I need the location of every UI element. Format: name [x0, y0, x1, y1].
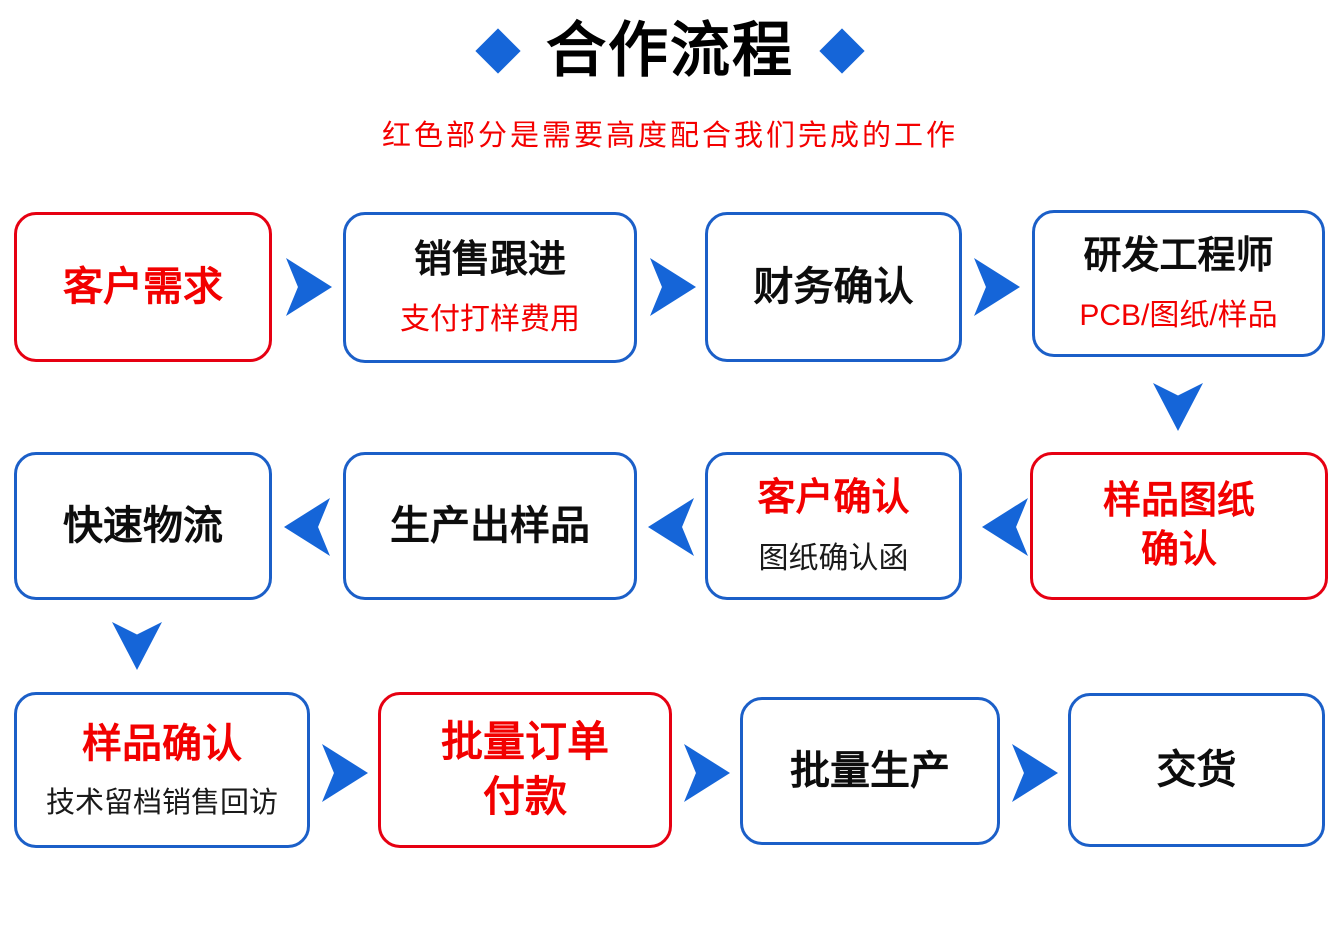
arrow-left-icon — [284, 498, 330, 556]
page-title: 合作流程 — [546, 17, 794, 84]
node-title: 研发工程师 — [1083, 234, 1274, 277]
node-title: 财务确认 — [753, 265, 914, 309]
node-title: 销售跟进 — [413, 238, 566, 281]
arrow-left-icon — [648, 498, 694, 556]
node-title: 批量生产 — [790, 749, 950, 793]
node-fast-logistics: 快速物流 — [14, 452, 272, 600]
node-subtitle: 图纸确认函 — [758, 541, 909, 575]
arrow-down-icon — [112, 622, 162, 670]
arrow-right-icon — [650, 258, 696, 316]
node-sales-follow: 销售跟进 支付打样费用 — [343, 212, 637, 363]
arrow-right-icon — [286, 258, 332, 316]
node-bulk-production: 批量生产 — [740, 697, 1000, 845]
arrow-left-icon — [982, 498, 1028, 556]
node-title: 客户需求 — [63, 265, 223, 309]
header: 合作流程 红色部分是需要高度配合我们完成的工作 — [0, 12, 1340, 154]
arrow-right-icon — [974, 258, 1020, 316]
node-sample-confirm: 样品确认 技术留档销售回访 — [14, 692, 310, 848]
node-title: 快速物流 — [63, 504, 223, 548]
node-rd-engineer: 研发工程师 PCB/图纸/样品 — [1032, 210, 1325, 357]
node-title: 客户确认 — [757, 477, 910, 520]
node-delivery: 交货 — [1068, 693, 1325, 847]
title-row: 合作流程 — [0, 12, 1340, 90]
arrow-right-icon — [684, 744, 730, 802]
page-subtitle: 红色部分是需要高度配合我们完成的工作 — [381, 120, 958, 152]
node-subtitle: 技术留档销售回访 — [45, 787, 278, 819]
node-produce-sample: 生产出样品 — [343, 452, 637, 600]
node-customer-confirm: 客户确认 图纸确认函 — [705, 452, 962, 600]
diamond-icon — [475, 28, 521, 74]
node-bulk-order-payment: 批量订单 付款 — [378, 692, 672, 848]
node-subtitle: PCB/图纸/样品 — [1079, 299, 1278, 333]
node-title: 交货 — [1156, 748, 1237, 792]
arrow-right-icon — [1012, 744, 1058, 802]
arrow-right-icon — [322, 744, 368, 802]
node-customer-need: 客户需求 — [14, 212, 272, 362]
node-title: 样品图纸 确认 — [1102, 479, 1255, 571]
node-finance-confirm: 财务确认 — [705, 212, 962, 362]
node-title: 批量订单 付款 — [440, 718, 609, 820]
node-title: 样品确认 — [82, 722, 242, 766]
node-sample-drawing-confirm: 样品图纸 确认 — [1030, 452, 1328, 600]
arrow-down-icon — [1153, 383, 1203, 431]
node-subtitle: 支付打样费用 — [400, 303, 580, 337]
diamond-icon — [819, 28, 865, 74]
node-title: 生产出样品 — [390, 504, 590, 548]
